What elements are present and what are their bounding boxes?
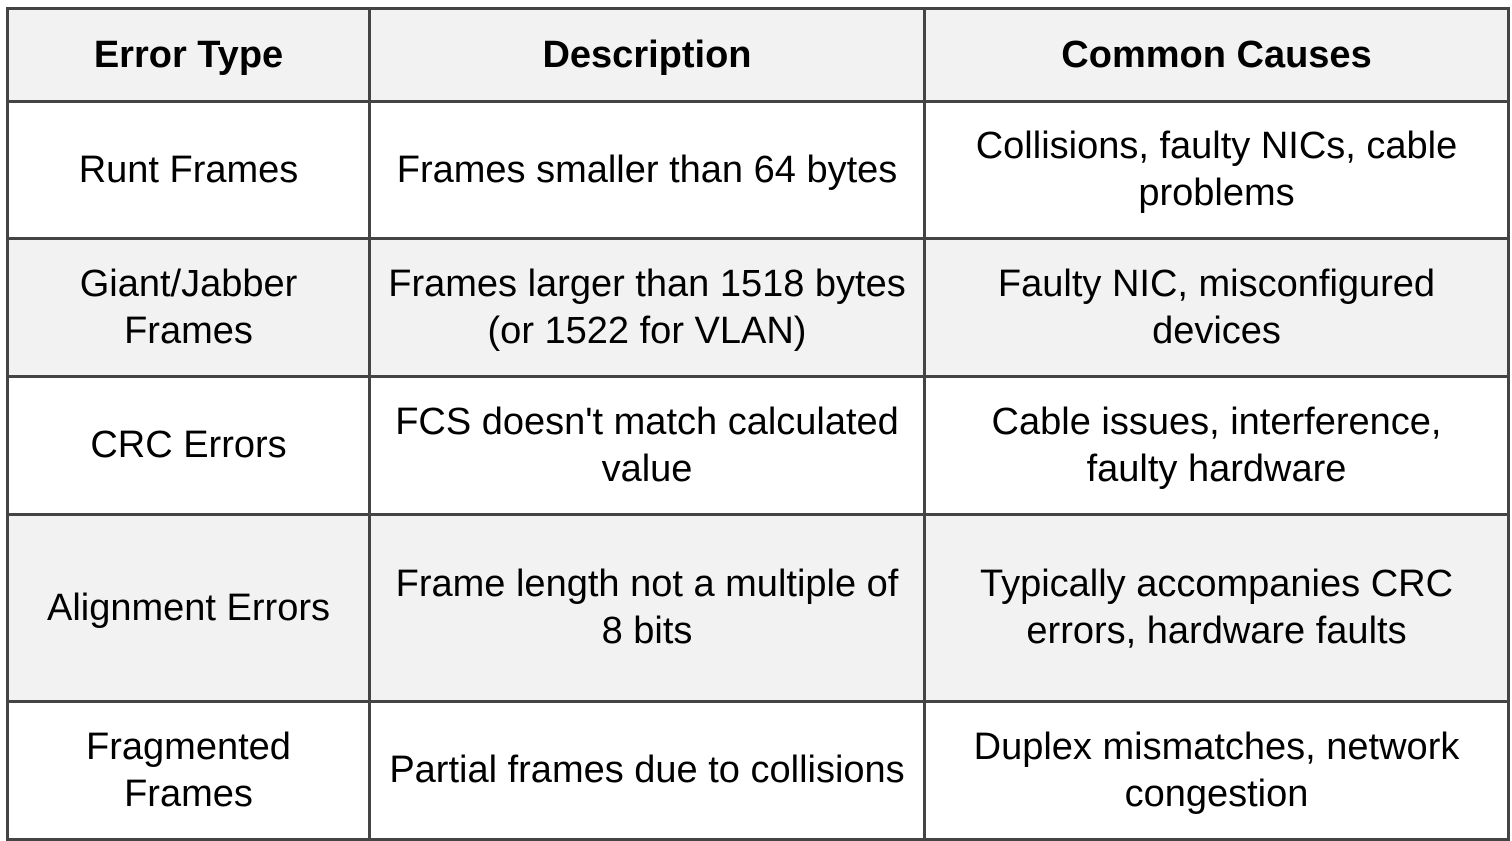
cell-common-causes: Collisions, faulty NICs, cable problems bbox=[923, 100, 1510, 240]
cell-error-type: CRC Errors bbox=[6, 375, 371, 516]
cell-description: FCS doesn't match calculated value bbox=[368, 375, 926, 516]
table-row: Giant/Jabber Frames Frames larger than 1… bbox=[6, 237, 1510, 378]
header-error-type: Error Type bbox=[6, 7, 371, 103]
cell-error-type: Fragmented Frames bbox=[6, 700, 371, 841]
cell-common-causes: Duplex mismatches, network congestion bbox=[923, 700, 1510, 841]
header-description: Description bbox=[368, 7, 926, 103]
cell-common-causes: Faulty NIC, misconfigured devices bbox=[923, 237, 1510, 378]
cell-error-type: Giant/Jabber Frames bbox=[6, 237, 371, 378]
cell-description: Frames smaller than 64 bytes bbox=[368, 100, 926, 240]
table-row: Runt Frames Frames smaller than 64 bytes… bbox=[6, 100, 1510, 240]
header-common-causes: Common Causes bbox=[923, 7, 1510, 103]
ethernet-errors-table: Error Type Description Common Causes Run… bbox=[6, 7, 1510, 841]
cell-common-causes: Typically accompanies CRC errors, hardwa… bbox=[923, 513, 1510, 703]
table-header-row: Error Type Description Common Causes bbox=[6, 7, 1510, 103]
cell-description: Frames larger than 1518 bytes (or 1522 f… bbox=[368, 237, 926, 378]
table-row: Alignment Errors Frame length not a mult… bbox=[6, 513, 1510, 703]
cell-error-type: Runt Frames bbox=[6, 100, 371, 240]
cell-common-causes: Cable issues, interference, faulty hardw… bbox=[923, 375, 1510, 516]
cell-error-type: Alignment Errors bbox=[6, 513, 371, 703]
cell-description: Frame length not a multiple of 8 bits bbox=[368, 513, 926, 703]
cell-description: Partial frames due to collisions bbox=[368, 700, 926, 841]
table-row: CRC Errors FCS doesn't match calculated … bbox=[6, 375, 1510, 516]
table-row: Fragmented Frames Partial frames due to … bbox=[6, 700, 1510, 841]
